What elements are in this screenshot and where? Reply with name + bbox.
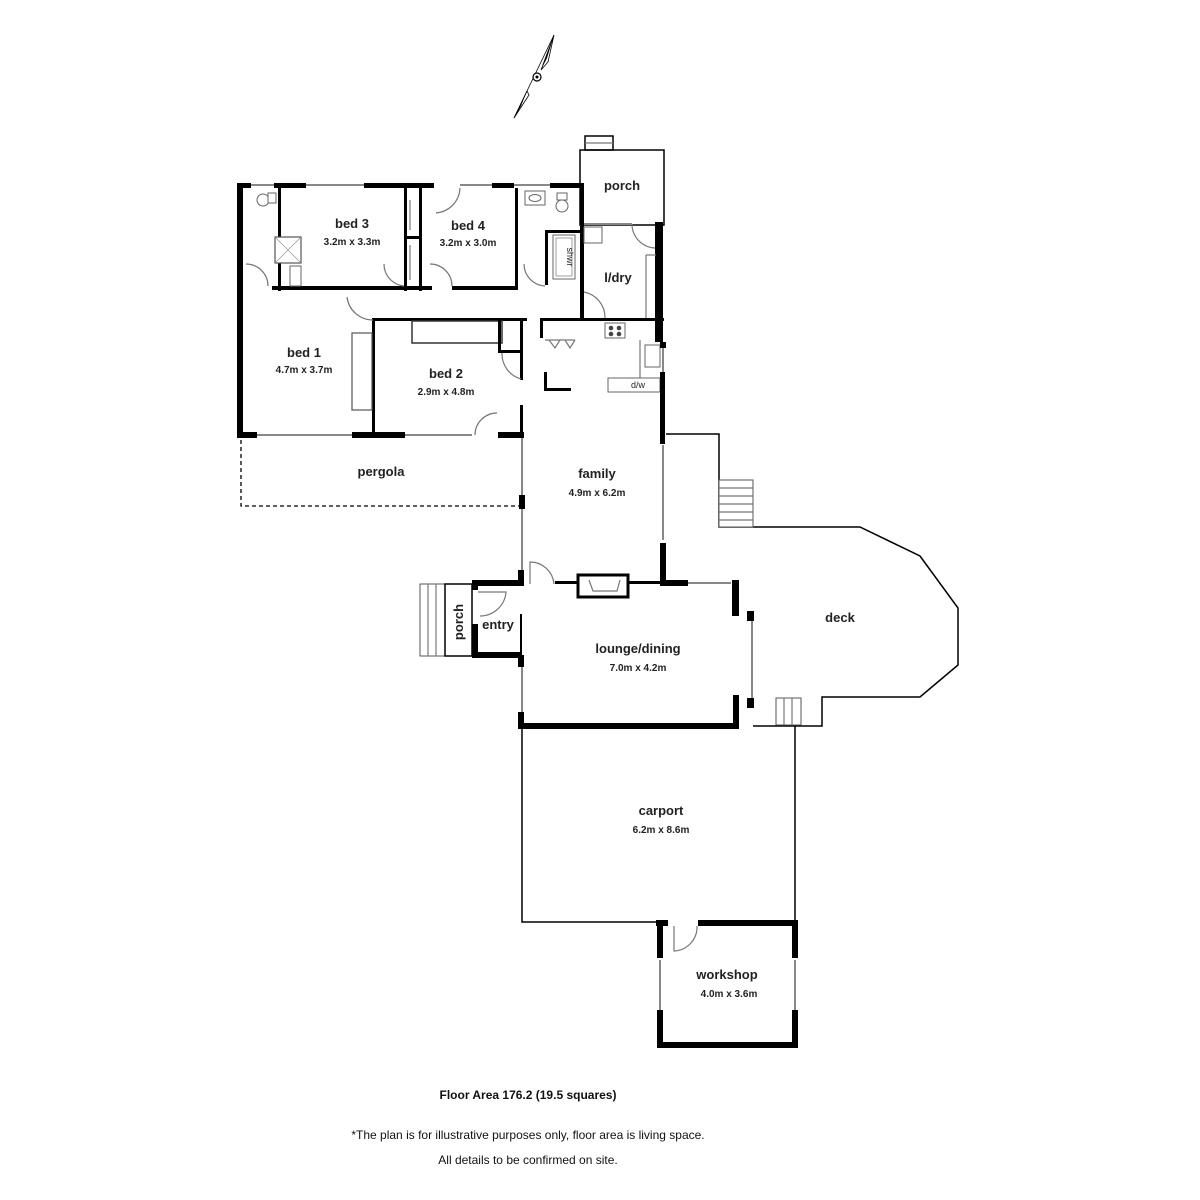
dishwasher-label: d/w bbox=[631, 380, 646, 390]
room-label-lounge-dining: lounge/dining bbox=[595, 641, 680, 656]
disclaimer-text: *The plan is for illustrative purposes o… bbox=[351, 1128, 705, 1142]
floor-area-text: Floor Area 176.2 (19.5 squares) bbox=[439, 1088, 617, 1102]
room-dim-bed4: 3.2m x 3.0m bbox=[440, 238, 497, 249]
room-dim-bed3: 3.2m x 3.3m bbox=[324, 237, 381, 248]
room-label-family: family bbox=[578, 466, 616, 481]
room-label-carport: carport bbox=[639, 803, 684, 818]
room-label-laundry: l/dry bbox=[604, 270, 632, 285]
room-label-bed3: bed 3 bbox=[335, 216, 369, 231]
shower-label: shwr bbox=[565, 247, 575, 266]
pergola-outline bbox=[240, 440, 521, 507]
room-dim-lounge-dining: 7.0m x 4.2m bbox=[610, 663, 667, 674]
room-label-bed1: bed 1 bbox=[287, 345, 321, 360]
room-label-bed2: bed 2 bbox=[429, 366, 463, 381]
room-label-entry: entry bbox=[482, 617, 515, 632]
room-label-porch-entry: porch bbox=[451, 604, 466, 640]
confirm-note-text: All details to be confirmed on site. bbox=[438, 1153, 618, 1167]
carport-workshop-outline bbox=[521, 726, 798, 1048]
compass-north-arrow-icon bbox=[513, 34, 555, 119]
room-dim-workshop: 4.0m x 3.6m bbox=[701, 989, 758, 1000]
living-area-walls bbox=[419, 433, 959, 729]
bedroom-wing-walls: shwr bbox=[237, 183, 584, 438]
laundry-porch-walls: d/w bbox=[540, 135, 666, 444]
room-labels: bed 3 3.2m x 3.3m bed 4 3.2m x 3.0m porc… bbox=[276, 178, 856, 1000]
room-label-pergola: pergola bbox=[358, 464, 406, 479]
room-label-workshop: workshop bbox=[695, 967, 757, 982]
room-dim-bed2: 2.9m x 4.8m bbox=[418, 387, 475, 398]
room-label-bed4: bed 4 bbox=[451, 218, 486, 233]
room-dim-carport: 6.2m x 8.6m bbox=[633, 825, 690, 836]
room-label-porch-top: porch bbox=[604, 178, 640, 193]
room-dim-family: 4.9m x 6.2m bbox=[569, 488, 626, 499]
room-dim-bed1: 4.7m x 3.7m bbox=[276, 365, 333, 376]
room-label-deck: deck bbox=[825, 610, 855, 625]
